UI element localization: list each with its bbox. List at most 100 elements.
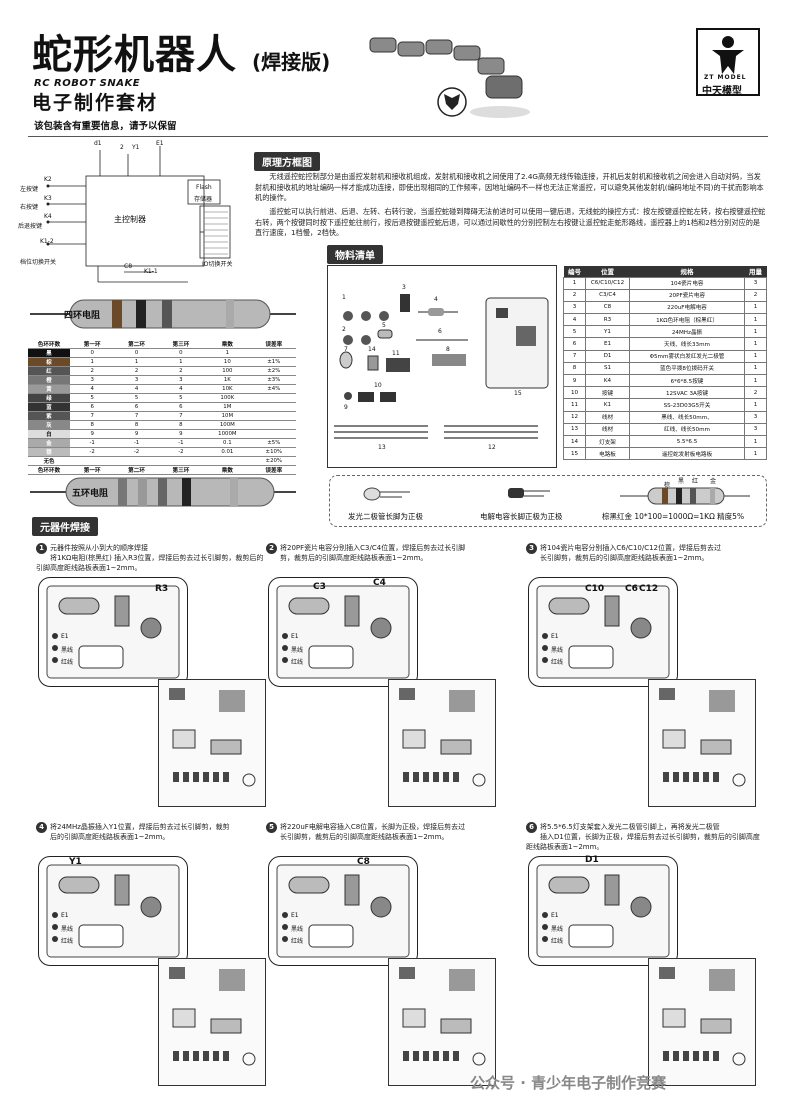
legend-led-text: 发光二极管长脚为正极 <box>348 512 423 521</box>
bom-cell: 6 <box>563 337 586 351</box>
bom-cell: 红线、线长50mm <box>629 422 745 436</box>
bom-cell: C3/C4 <box>585 288 630 302</box>
snake-robot-illustration <box>369 37 530 118</box>
color-table-cell: 8 <box>158 420 204 431</box>
pcb-label-e1: E1 <box>61 633 69 640</box>
label-flash: Flash <box>196 184 212 191</box>
color-table-cell: 10K <box>203 384 252 395</box>
bom-header-row: 编号 位置 规格 用量 <box>563 266 767 277</box>
brand-name-en: ZT MODEL <box>704 74 747 81</box>
brand-name-cn: 中天模型 <box>702 86 742 97</box>
step-number-badge: 6 <box>526 822 537 833</box>
header-cell: 第三环 <box>158 340 204 350</box>
label-k3: K3 <box>44 195 52 202</box>
english-title: RC ROBOT SNAKE <box>34 78 141 89</box>
color-table-cell: 6 <box>114 402 159 413</box>
four-band-resistor <box>30 299 296 329</box>
label-k2: K2 <box>44 176 52 183</box>
bom-cell: 5.5*6.5 <box>629 434 745 449</box>
color-table-cell: 4 <box>70 384 115 395</box>
pcb-board-view <box>648 679 756 807</box>
pcb-label-e1: E1 <box>61 912 69 919</box>
bom-cell: 1 <box>744 300 767 315</box>
pcb-label-black-wire: 黑线 <box>551 647 564 654</box>
component-callout-label: R3 <box>155 584 169 594</box>
color-table-cell: -1 <box>70 438 115 449</box>
color-table-cell: 10 <box>203 357 252 368</box>
color-table-cell: 4 <box>158 384 204 395</box>
pcb-label-red-wire: 红线 <box>551 938 564 945</box>
color-swatch-cell: 棕 <box>28 357 70 368</box>
pcb-board-view <box>648 958 756 1086</box>
color-table-cell: 7 <box>158 411 204 422</box>
part-num-5: 5 <box>382 322 386 329</box>
part-num-8: 8 <box>446 346 450 353</box>
color-swatch-cell: 紫 <box>28 411 70 422</box>
color-table-cell <box>251 420 296 431</box>
bom-cell: 13 <box>563 422 586 436</box>
color-table-cell <box>203 456 252 467</box>
pcb-label-red-wire: 红线 <box>61 938 74 945</box>
color-table-cell: 100M <box>203 420 252 431</box>
color-table-cell: 3 <box>70 375 115 386</box>
color-table-cell <box>158 456 204 467</box>
legend-color-3: 红 <box>692 478 699 485</box>
step-text-line2: 长引脚剪，裁剪后的引脚高度距线路板表面1~2mm。 <box>280 833 449 841</box>
color-table-cell: 9 <box>114 429 159 440</box>
color-table-footer: 色环环数 第一环 第二环 第三环 乘数 误差率 <box>28 465 296 476</box>
label-left-button: 左按键 <box>20 186 39 193</box>
label-c: 2 <box>120 144 124 151</box>
pcb-label-red-wire: 红线 <box>61 659 74 666</box>
legend-resistor-text: 棕黑红金 10*100=1000Ω=1KΩ 精度5% <box>602 512 745 521</box>
bom-cell: SS-23D03G5开关 <box>629 398 745 412</box>
color-swatch-cell: 绿 <box>28 393 70 404</box>
brand-logo <box>696 28 760 96</box>
color-table-row: 无色±20% <box>28 456 296 467</box>
watermark: 公众号 · 青少年电子制作竞赛 <box>470 1074 667 1092</box>
pcb-label-e1: E1 <box>551 912 559 919</box>
bom-cell: 1 <box>744 373 767 388</box>
edition-label: (焊接版) <box>252 50 331 74</box>
step-text-line1: 将20PF瓷片电容分别插入C3/C4位置，焊接后剪去过长引脚 <box>280 544 466 552</box>
bom-cell: 3 <box>563 300 586 315</box>
bom-cell: 2 <box>563 288 586 302</box>
part-num-13: 13 <box>378 444 386 451</box>
color-table-cell: 7 <box>70 411 115 422</box>
four-band-label: 四环电阻 <box>64 311 101 321</box>
footer-cell: 第三环 <box>158 465 204 476</box>
step-number-badge: 4 <box>36 822 47 833</box>
label-flash-sub: 存储器 <box>194 196 213 203</box>
header-cell: 第二环 <box>114 340 159 350</box>
pcb-label-black-wire: 黑线 <box>291 926 304 933</box>
label-k1-2: K1-2 <box>40 238 54 245</box>
component-callout-label: C10 <box>585 584 605 594</box>
color-swatch-cell: 金 <box>28 438 70 449</box>
color-table-cell: 4 <box>114 384 159 395</box>
color-table-header: 色环环数 第一环 第二环 第三环 乘数 误差率 <box>28 340 296 350</box>
legend-capacitor-text: 电解电容长脚正极为正极 <box>480 512 563 521</box>
bom-cell: 1 <box>744 434 767 449</box>
step-text-line1: 将220uF电解电容插入C8位置，长脚为正极，焊接后剪去过 <box>280 823 466 831</box>
